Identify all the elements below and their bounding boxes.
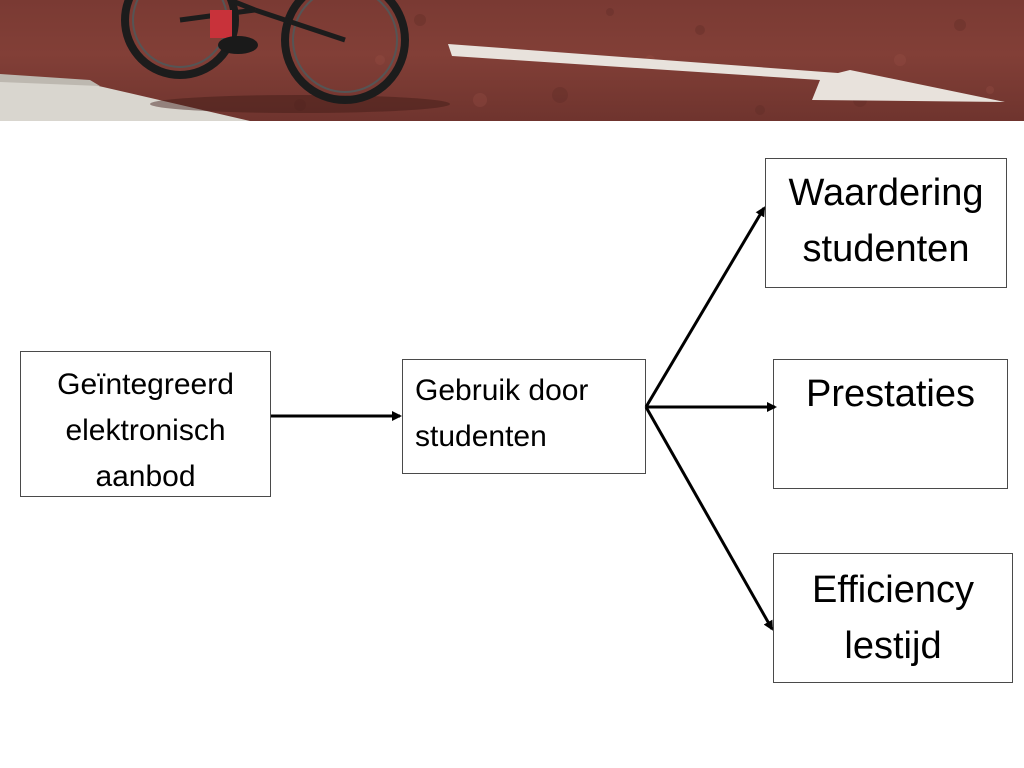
node-label-line: Geïntegreerd: [57, 368, 234, 401]
node-label-line: elektronisch: [65, 414, 226, 447]
node-label-line: aanbod: [95, 460, 196, 493]
node-label-line: Prestaties: [806, 373, 975, 415]
node-label-line: Gebruik door: [415, 374, 589, 407]
node-label-line: lestijd: [844, 625, 942, 667]
road-arrow-icon: [448, 44, 1005, 102]
arrow-usage-to-appreciation: [644, 206, 766, 408]
node-integrated-electronic-offering: Geïntegreerd elektronisch aanbod: [20, 351, 271, 497]
curb-shape: [0, 78, 250, 121]
node-label-line: Efficiency: [812, 569, 974, 611]
node-label-line: studenten: [802, 228, 970, 270]
node-label-line: Waardering: [788, 172, 984, 214]
node-performance: Prestaties: [773, 359, 1008, 489]
node-student-appreciation: Waardering studenten: [765, 158, 1007, 288]
bicycle-icon: [121, 0, 409, 104]
header-banner-photo: [0, 0, 1024, 121]
arrow-usage-to-efficiency: [644, 406, 774, 631]
node-label-line: studenten: [415, 420, 547, 453]
red-sock: [210, 10, 232, 38]
bike-lane-photo: [0, 0, 1005, 121]
node-efficiency-lesson-time: Efficiency lestijd: [773, 553, 1013, 683]
node-student-usage: Gebruik door studenten: [402, 359, 646, 474]
